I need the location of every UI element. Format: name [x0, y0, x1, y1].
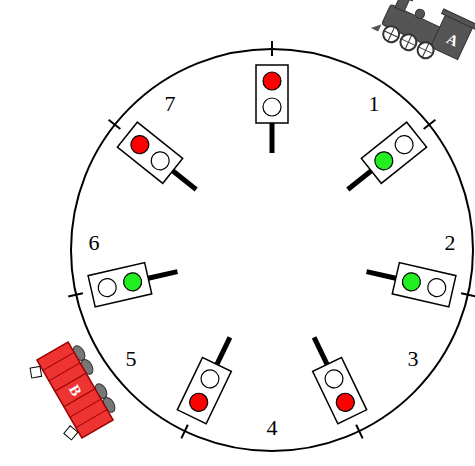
signal-light	[117, 122, 206, 202]
section-number: 6	[89, 232, 100, 254]
track-ticks	[68, 41, 475, 438]
signal-light	[300, 330, 367, 423]
locomotive	[369, 0, 475, 73]
section-number: 3	[408, 348, 419, 370]
section-number: 5	[126, 348, 137, 370]
rail-car	[25, 338, 121, 445]
section-number: 7	[165, 93, 176, 115]
track-circle	[71, 49, 473, 451]
signal-light	[256, 65, 288, 153]
signal-light	[338, 122, 427, 202]
signal-light	[88, 256, 181, 307]
signal-light	[363, 256, 456, 307]
section-number: 4	[267, 417, 278, 439]
section-number: 2	[445, 232, 456, 254]
signal-light	[177, 330, 244, 423]
section-number: 1	[369, 93, 380, 115]
